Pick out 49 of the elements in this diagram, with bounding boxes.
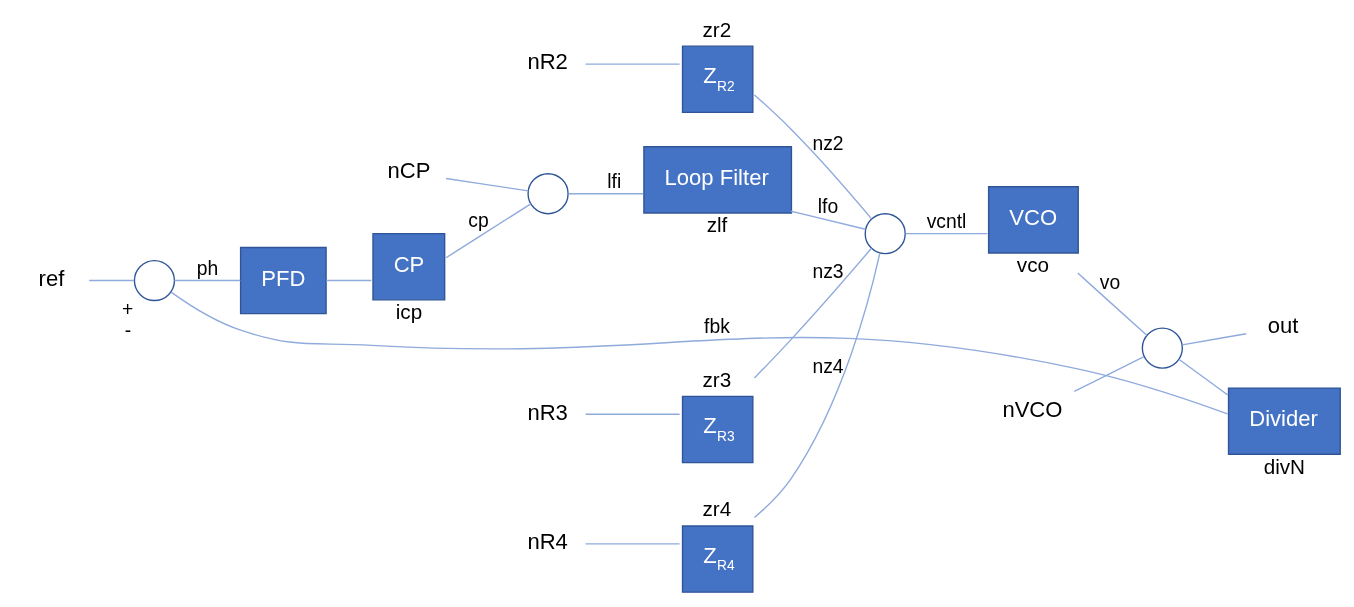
- edge-label: cp: [468, 209, 489, 231]
- edge-label: nz2: [812, 132, 844, 154]
- connector: [584, 413, 681, 415]
- edge-label: ph: [196, 257, 219, 279]
- node-label: zr3: [702, 367, 732, 391]
- connector: [1077, 271, 1148, 336]
- node-label: vco: [1016, 252, 1050, 276]
- connector: [173, 279, 241, 281]
- node-text: nVCO: [1002, 396, 1063, 422]
- node-label: +: [122, 298, 134, 320]
- connector: [325, 279, 372, 281]
- connector: [445, 202, 532, 258]
- node-label: zr2: [702, 17, 732, 41]
- connector: [170, 291, 1229, 415]
- connector: [88, 279, 135, 281]
- node-circle: [1141, 326, 1184, 369]
- connector: [445, 177, 529, 192]
- node-text: nR3: [527, 399, 568, 425]
- node-circle: [864, 212, 906, 254]
- node-text: ref: [38, 265, 65, 291]
- node-text: nCP: [387, 157, 431, 183]
- connector: [1181, 332, 1247, 346]
- node-text: nR2: [527, 48, 568, 74]
- node-label: icp: [395, 299, 423, 323]
- connector: [1073, 355, 1145, 392]
- edge-label: nz3: [812, 260, 844, 282]
- edge-label: fbk: [704, 315, 730, 337]
- connector: [753, 251, 881, 518]
- node-text: nR4: [527, 528, 568, 554]
- node-text: out: [1267, 312, 1299, 338]
- node-label: -: [124, 319, 132, 341]
- connector: [584, 62, 681, 65]
- connector: [790, 210, 867, 230]
- connector: [1178, 358, 1229, 396]
- connector: [753, 247, 873, 379]
- connector: [567, 192, 644, 194]
- edge-label: vo: [1099, 271, 1121, 293]
- node-label: divN: [1263, 454, 1306, 478]
- edge-label: lfi: [607, 170, 622, 192]
- node-circle: [527, 172, 569, 214]
- node-circle: [133, 259, 176, 301]
- connector: [584, 542, 681, 545]
- connector: [904, 232, 989, 234]
- node-label: zlf: [706, 212, 728, 236]
- edge-label: lfo: [817, 195, 839, 217]
- node-label: zr4: [702, 496, 732, 520]
- edge-label: nz4: [812, 355, 844, 377]
- edge-label: vcntl: [926, 210, 967, 232]
- connector: [753, 93, 873, 219]
